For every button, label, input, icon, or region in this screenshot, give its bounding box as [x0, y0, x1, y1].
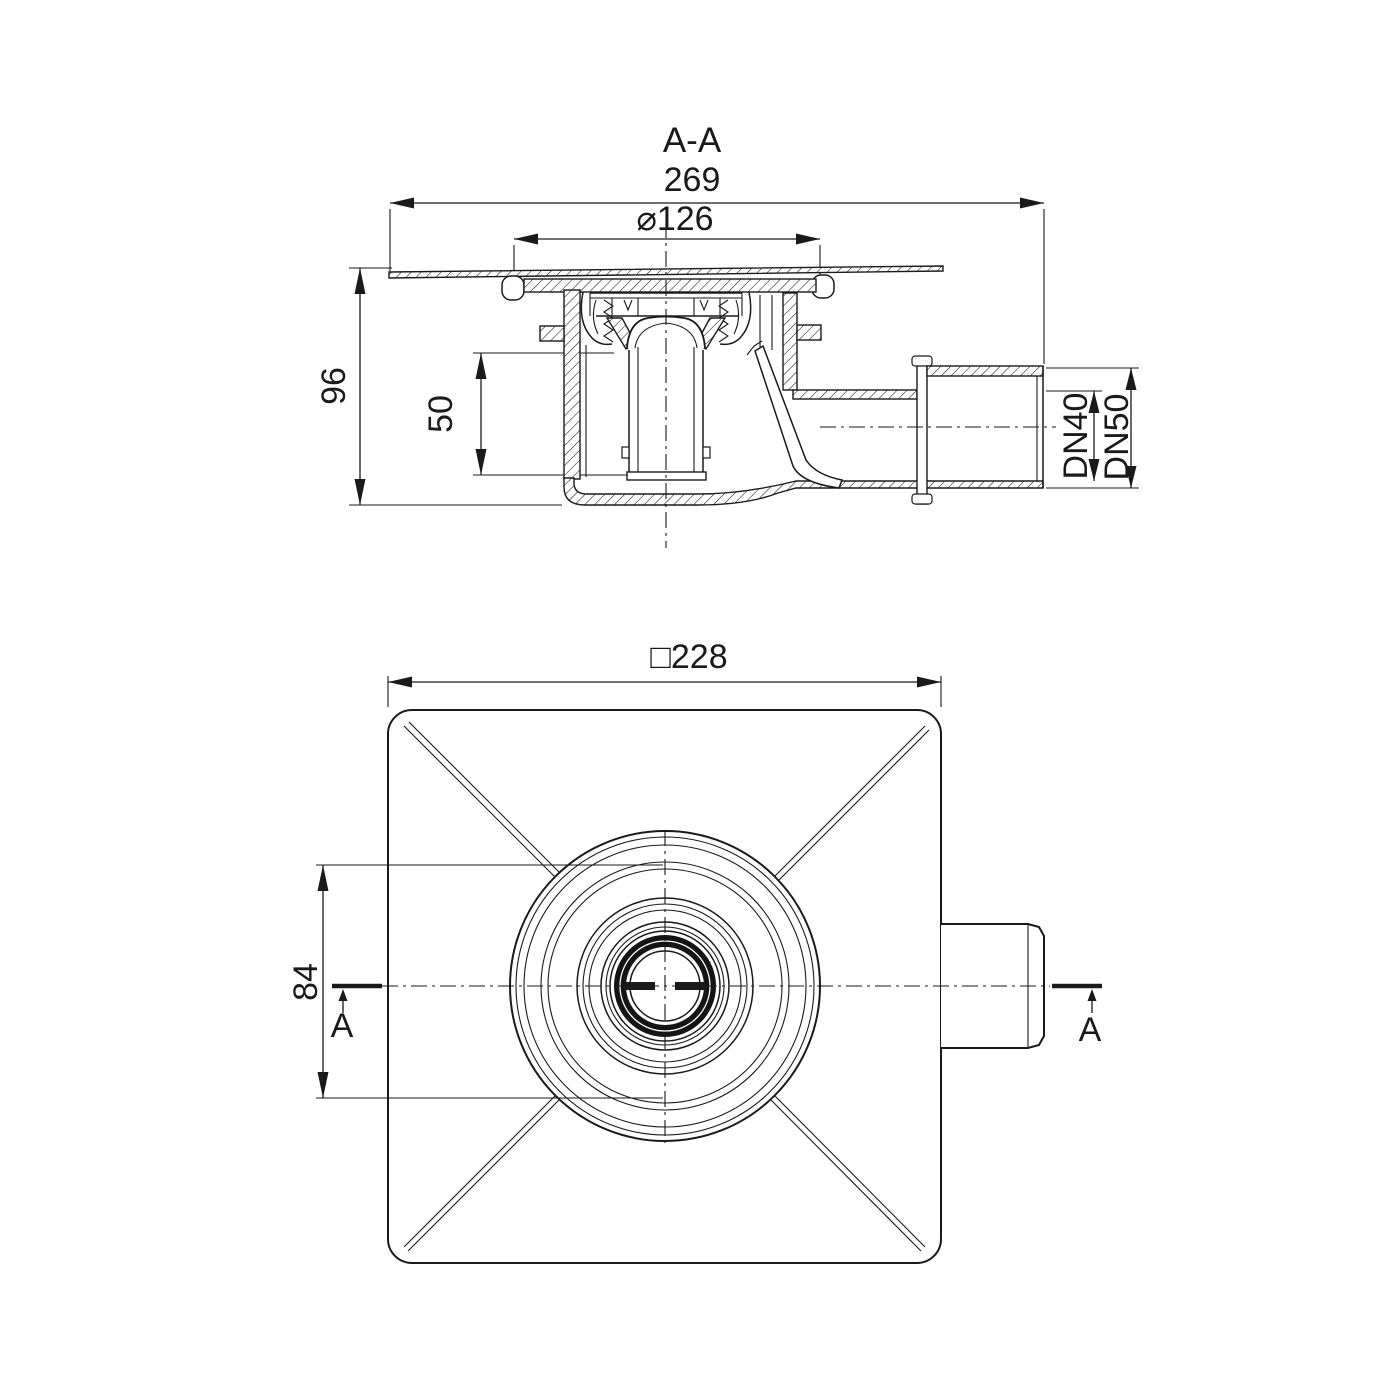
dim-84-arrow-bottom: [317, 1072, 329, 1098]
dim-dn40-arrow-bottom: [1088, 459, 1100, 481]
section-marker-a-right: A: [1079, 1011, 1102, 1049]
dim-269-arrow-left: [390, 197, 414, 209]
body-wall-right: [782, 292, 798, 391]
body-collar-flange: [523, 278, 817, 293]
body-tab-right: [796, 324, 822, 341]
outlet-adapter-top-wall: [926, 365, 1044, 377]
dim-126-arrow-left: [514, 233, 538, 245]
outlet-socket: [911, 355, 933, 505]
dim-dn50-arrow-bottom: [1125, 466, 1137, 488]
dim-126-label: ⌀126: [636, 200, 713, 238]
dim-96-arrow-bottom: [354, 479, 366, 505]
membrane-clamp-ear-left: [501, 275, 525, 301]
dim-228-arrow-left: [388, 676, 412, 688]
dim-dn50-arrow-top: [1125, 368, 1137, 390]
dim-84-arrow-top: [317, 865, 329, 891]
outlet-pipe-top-wall: [792, 389, 918, 400]
section-title: A-A: [663, 121, 722, 160]
dim-dn40-arrow-top: [1088, 391, 1100, 413]
dim-50-label: 50: [422, 395, 460, 433]
dim-dn40-label: DN40: [1057, 393, 1095, 480]
grate-slot-left: [624, 982, 655, 990]
dim-96-arrow-top: [354, 268, 366, 294]
body-bottom-and-outlet-floor: [563, 477, 1044, 506]
dim-269-label: 269: [664, 161, 721, 199]
outlet-baffle-hook: [746, 340, 763, 356]
dim-84-label: 84: [287, 963, 325, 1001]
section-cut-marker-right: A: [1052, 983, 1102, 1049]
corner-fold-lines: [403, 721, 930, 1252]
dim-96-label: 96: [315, 367, 353, 405]
dim-50-arrow-top: [475, 353, 487, 379]
dim-228-arrow-right: [917, 676, 941, 688]
dim-228-label: □228: [650, 638, 727, 676]
body-wall-left: [563, 289, 581, 480]
section-view: A-A 269 ⌀126 96 50: [315, 121, 1139, 548]
dim-50-arrow-bottom: [475, 449, 487, 475]
grate-slot-right: [675, 982, 706, 990]
dim-dn50-label: DN50: [1098, 394, 1136, 481]
plan-view: □228: [287, 638, 1102, 1264]
section-marker-a-left: A: [331, 1007, 354, 1045]
body-tab-left: [539, 325, 565, 342]
outlet-baffle: [754, 344, 844, 489]
dim-269-arrow-right: [1020, 197, 1044, 209]
section-cut-marker-left: A: [331, 983, 382, 1045]
dim-126-arrow-right: [796, 233, 820, 245]
